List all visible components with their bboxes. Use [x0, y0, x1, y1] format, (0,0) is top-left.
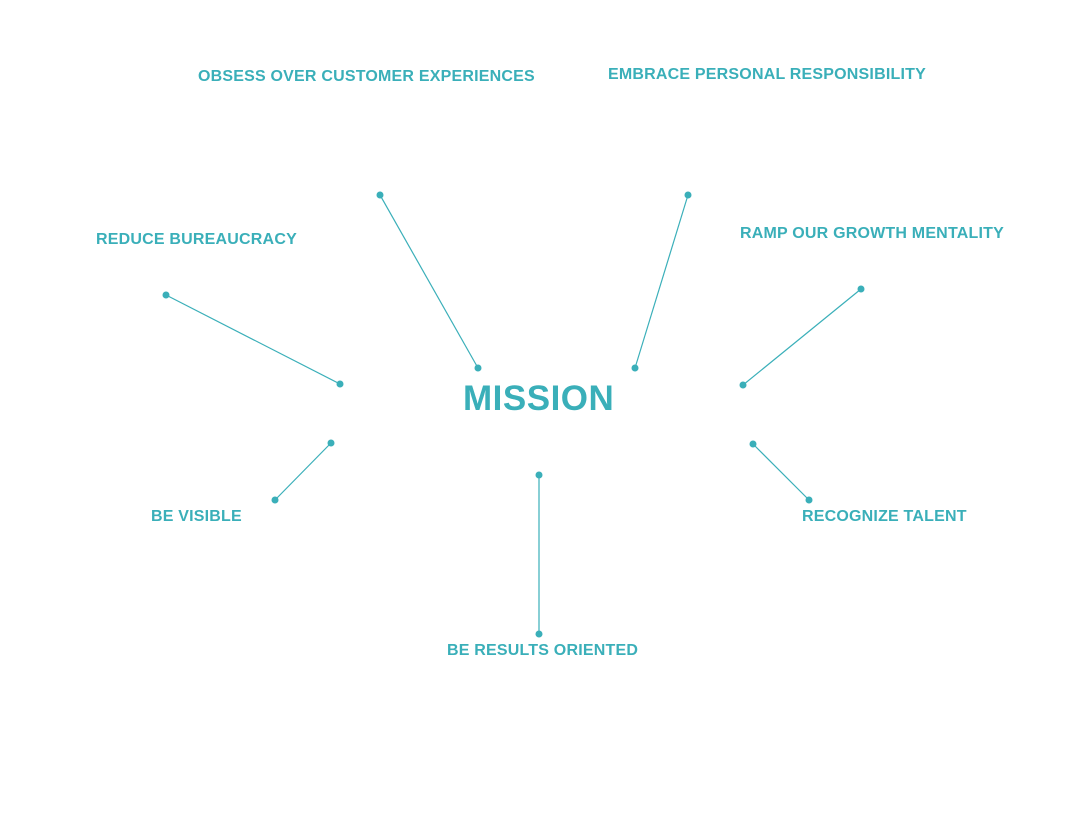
connector-results [535, 471, 543, 638]
value-results-oriented: BE RESULTS ORIENTED [447, 642, 639, 659]
value-be-visible: BE VISIBLE [151, 508, 242, 525]
value-recognize-talent: RECOGNIZE TALENT [802, 508, 967, 525]
connector-visible [271, 439, 335, 504]
connector-reduce [162, 291, 344, 388]
connector-recognize [749, 440, 813, 504]
value-obsess-customer: OBSESS OVER CUSTOMER EXPERIENCES [198, 68, 535, 85]
connector-embrace [631, 191, 692, 372]
mission-title: MISSION [463, 379, 615, 418]
value-ramp-growth: RAMP OUR GROWTH MENTALITY [740, 225, 1004, 242]
connector-ramp [739, 285, 865, 389]
value-reduce-bureaucracy: REDUCE BUREAUCRACY [96, 231, 297, 248]
value-embrace-responsibility: EMBRACE PERSONAL RESPONSIBILITY [608, 66, 926, 83]
connector-obsess [376, 191, 482, 372]
